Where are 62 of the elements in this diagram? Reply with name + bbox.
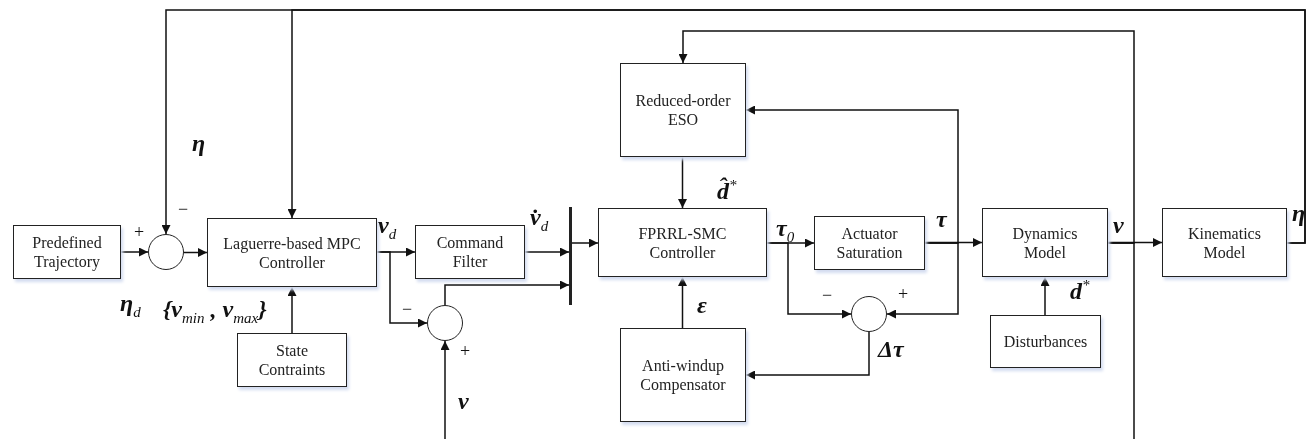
connector-arrow (120, 247, 149, 257)
block-box (1162, 208, 1287, 277)
summing-junction (851, 296, 887, 332)
block-box (982, 208, 1108, 277)
block-box (814, 216, 925, 270)
connector-arrow (678, 156, 687, 209)
signal-label: τ (936, 206, 947, 232)
block-label: Predefined Trajectory (31, 233, 103, 271)
block-label: Dynamics Model (1011, 223, 1079, 262)
signal-label: v (458, 388, 469, 414)
connector-arrow (886, 242, 959, 319)
block-box (207, 218, 377, 287)
connector-arrow (678, 276, 687, 329)
sign-label: + (460, 342, 471, 360)
block-label: Actuator Saturation (835, 224, 904, 262)
block-box (598, 208, 767, 277)
connector-arrow (745, 331, 870, 380)
signal-label: τ$_{0}$ (776, 215, 795, 247)
connector-arrow (183, 248, 208, 257)
signal-label: v̇$_{d}$ (530, 204, 549, 236)
block-label: FPRRL-SMC Controller (637, 223, 728, 262)
block-label: State Contraints (257, 341, 327, 379)
block-box (13, 225, 121, 279)
block-box (990, 315, 1101, 368)
signal-label: v (1113, 212, 1124, 238)
block-box (620, 63, 746, 157)
block-label: Laguerre-based MPC Controller (222, 233, 362, 272)
block-box (415, 225, 525, 279)
signal-label: Δτ (878, 336, 904, 362)
sign-label: + (134, 223, 145, 241)
connector-arrow (571, 238, 599, 248)
sign-label: − (402, 300, 413, 318)
connector-arrow (745, 105, 959, 244)
connector-arrow (287, 286, 297, 334)
signal-label: ε (697, 292, 707, 318)
signal-label: d̂$^{*}$ (717, 176, 737, 204)
summing-junction (148, 234, 184, 270)
signal-label: η$_{d}$ (120, 290, 141, 322)
connector-arrow (678, 30, 1135, 244)
block-label: Reduced-order ESO (634, 91, 732, 129)
connector-arrow (376, 251, 428, 328)
sign-label: + (898, 285, 909, 303)
signal-label: η (192, 130, 206, 156)
connector-arrow (766, 242, 852, 319)
block-label: Disturbances (1003, 332, 1088, 351)
signal-label: {v$_{min}$ , v$_{max}$} (163, 296, 267, 328)
block-label: Kinematics Model (1187, 223, 1262, 262)
block-label: Anti-windup Compensator (639, 356, 727, 394)
block-box (237, 333, 347, 387)
connector-arrow (444, 280, 570, 306)
mux-bar (569, 207, 572, 305)
summing-junction (427, 305, 463, 341)
signal-label: η (1292, 200, 1306, 226)
sign-label: − (822, 286, 833, 304)
signal-arrow (440, 340, 450, 439)
connector-arrow (524, 247, 570, 257)
signal-label: v$_{d}$ (378, 212, 397, 244)
block-label: Command Filter (435, 233, 505, 271)
sign-label: − (178, 200, 189, 218)
connector-arrow (1040, 276, 1050, 316)
block-box (620, 328, 746, 422)
signal-label: d$^{*}$ (1070, 276, 1090, 304)
